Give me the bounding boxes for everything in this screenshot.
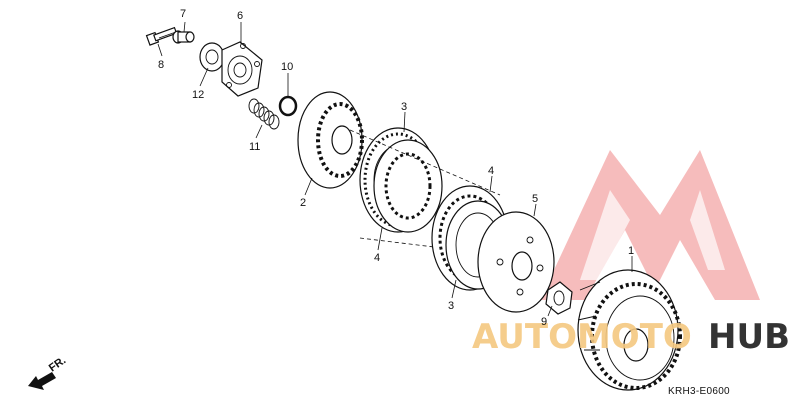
circlip-part-10 [278, 95, 298, 117]
callout-7: 7 [180, 8, 186, 20]
callout-3-upper: 3 [401, 101, 407, 113]
callout-labels: 7 6 8 10 12 11 2 3 4 4 3 5 1 9 [158, 8, 634, 328]
bolt-part-8 [145, 26, 178, 46]
front-direction-indicator: FR. [28, 354, 68, 390]
watermark-text-left: AUTOMOTO [472, 317, 692, 357]
callout-8: 8 [158, 59, 164, 71]
callout-10: 10 [281, 61, 293, 73]
clutch-center-part-2 [297, 91, 364, 189]
callout-1: 1 [628, 245, 634, 257]
alignment-guide-lines [349, 129, 501, 256]
callout-3-lower: 3 [448, 300, 454, 312]
bearing-part-12 [199, 42, 225, 72]
callout-5: 5 [532, 193, 538, 205]
lock-washer-part-9 [545, 281, 573, 315]
callout-11: 11 [249, 141, 260, 153]
pressure-plate-part-5 [477, 211, 555, 313]
clutch-plate-part-4-upper [373, 139, 443, 233]
watermark-logo [540, 150, 760, 300]
callout-4-upper: 4 [488, 165, 494, 177]
front-label: FR. [47, 354, 68, 374]
pin-part-7 [172, 30, 195, 44]
diagram-code: KRH3-E0600 [668, 386, 730, 397]
leader-lines [157, 21, 633, 317]
callout-2: 2 [300, 197, 306, 209]
callout-9: 9 [541, 316, 547, 328]
lifter-plate-part-6 [221, 41, 263, 97]
callout-4-lower: 4 [374, 252, 380, 264]
watermark-text-right: HUB [708, 317, 790, 357]
callout-12: 12 [192, 89, 204, 101]
clutch-outer-part-1 [577, 269, 682, 391]
spring-part-11 [248, 98, 280, 130]
callout-6: 6 [237, 10, 243, 22]
